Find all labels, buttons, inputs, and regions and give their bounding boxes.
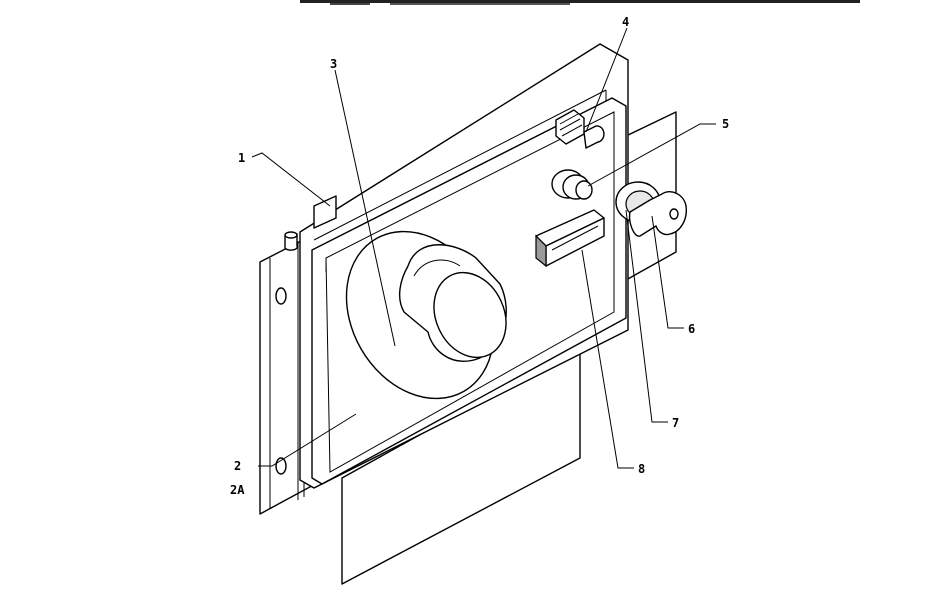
key-switch xyxy=(615,181,687,237)
leader-lines xyxy=(251,27,716,469)
housing-tab xyxy=(313,195,337,229)
scan-artifact-strip xyxy=(300,0,860,5)
rocker-switch xyxy=(535,209,605,268)
callout-7: 7 xyxy=(672,416,679,430)
callout-3: 3 xyxy=(330,57,337,71)
key xyxy=(628,190,687,237)
indicator-lamp xyxy=(551,169,593,200)
knob-cap xyxy=(433,271,507,359)
callout-4: 4 xyxy=(622,15,629,29)
connector-fitting xyxy=(555,109,605,149)
callout-8: 8 xyxy=(638,462,645,476)
bracket-hole-upper xyxy=(275,287,287,305)
dial-knob-assembly xyxy=(345,230,507,400)
callout-2: 2 xyxy=(234,459,241,473)
callout-6: 6 xyxy=(688,322,695,336)
callout-1: 1 xyxy=(238,151,245,165)
key-hole xyxy=(669,208,679,220)
callout-5: 5 xyxy=(722,117,729,131)
callout-2a: 2A xyxy=(230,483,245,497)
